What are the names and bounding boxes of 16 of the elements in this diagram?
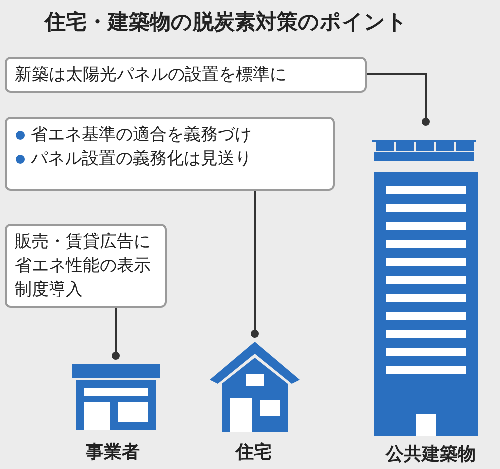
shop-icon: [70, 362, 162, 432]
leader-line: [251, 191, 259, 338]
callout-box: [5, 117, 335, 191]
callout-box: [5, 224, 167, 308]
leader-line: [112, 308, 120, 360]
node-label: 住宅: [236, 441, 272, 464]
node-label: 事業者: [86, 441, 140, 464]
callout-box: [5, 57, 367, 93]
callout-text: 新築は太陽光パネルの設置を標準に: [15, 64, 288, 87]
bullet-item: パネル設置の義務化は見送り: [15, 147, 325, 171]
node-label: 公共建築物: [386, 443, 476, 466]
title: 住宅・建築物の脱炭素対策のポイント: [45, 9, 408, 36]
bullet-item: 省エネ基準の適合を義務づけ: [15, 123, 325, 147]
callout-text: 販売・賃貸広告に省エネ性能の表示制度導入: [15, 231, 152, 302]
house-icon: [208, 340, 302, 434]
leader-line: [367, 73, 430, 126]
